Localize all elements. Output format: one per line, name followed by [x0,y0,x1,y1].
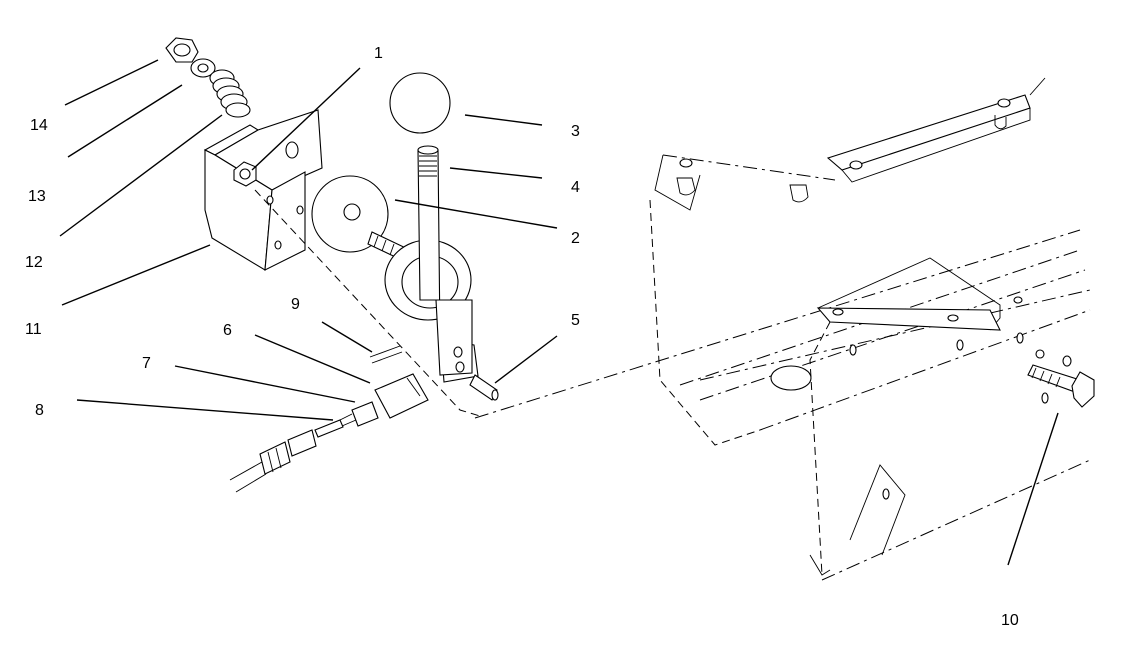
callout-5: 5 [571,312,580,329]
callout-6: 6 [223,322,232,339]
callout-12: 12 [25,254,43,271]
callout-labels: 1 2 3 4 5 6 7 8 9 10 11 12 13 14 [25,45,1019,629]
cable-clevis-assembly [229,189,481,493]
callout-4: 4 [571,179,580,196]
control-lever [389,72,499,401]
callout-10: 10 [1001,612,1019,629]
chassis-frame [474,77,1095,581]
callout-9: 9 [291,296,300,313]
callout-14: 14 [30,117,48,134]
callout-11: 11 [25,321,42,338]
callout-8: 8 [35,402,44,419]
leader-lines [59,59,1059,566]
callout-1: 1 [374,45,383,62]
callout-2: 2 [571,230,580,247]
spring-washer-nut-stack [165,37,251,118]
callout-13: 13 [28,188,46,205]
callout-7: 7 [142,355,151,372]
friction-disc-assembly [311,175,472,321]
callout-3: 3 [571,123,580,140]
mounting-bracket [203,109,323,271]
